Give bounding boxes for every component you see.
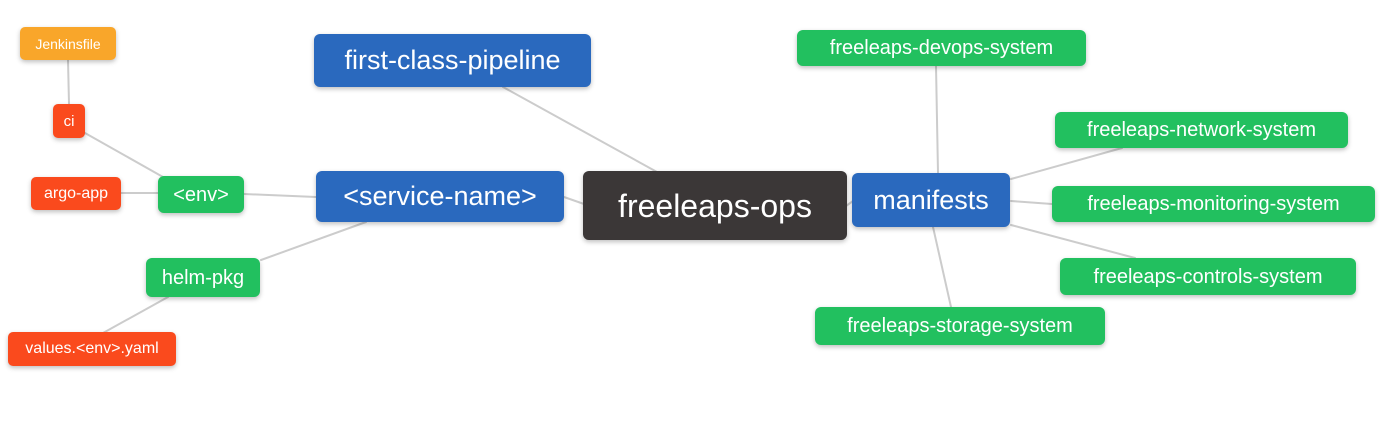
edge-service-name-root: [563, 196, 585, 205]
edge-helm-pkg-service-name: [260, 221, 367, 261]
edge-manifests-controls: [1010, 224, 1136, 259]
edge-manifests-devops: [935, 65, 939, 174]
edge-ci-env: [84, 132, 164, 178]
edge-env-service-name: [243, 193, 317, 198]
edge-manifests-network: [1010, 147, 1123, 180]
node-service-name[interactable]: <service-name>: [316, 171, 564, 222]
node-argo-app[interactable]: argo-app: [31, 177, 121, 210]
edge-manifests-monitoring: [1010, 200, 1053, 205]
node-devops-system[interactable]: freeleaps-devops-system: [797, 30, 1086, 66]
node-network-system[interactable]: freeleaps-network-system: [1055, 112, 1348, 148]
node-env[interactable]: <env>: [158, 176, 244, 213]
node-freeleaps-ops-root[interactable]: freeleaps-ops: [583, 171, 847, 240]
edge-root-manifests: [845, 200, 854, 207]
edge-manifests-storage: [932, 226, 952, 308]
edge-jenkinsfile-ci: [67, 59, 70, 105]
node-monitoring-system[interactable]: freeleaps-monitoring-system: [1052, 186, 1375, 222]
node-ci[interactable]: ci: [53, 104, 85, 138]
node-jenkinsfile[interactable]: Jenkinsfile: [20, 27, 116, 60]
node-controls-system[interactable]: freeleaps-controls-system: [1060, 258, 1356, 295]
node-values-env-yaml[interactable]: values.<env>.yaml: [8, 332, 176, 366]
node-helm-pkg[interactable]: helm-pkg: [146, 258, 260, 297]
node-storage-system[interactable]: freeleaps-storage-system: [815, 307, 1105, 345]
node-first-class-pipeline[interactable]: first-class-pipeline: [314, 34, 591, 87]
node-manifests[interactable]: manifests: [852, 173, 1010, 227]
edge-pipeline-root: [502, 86, 658, 173]
edge-helm-pkg-values: [102, 296, 169, 334]
